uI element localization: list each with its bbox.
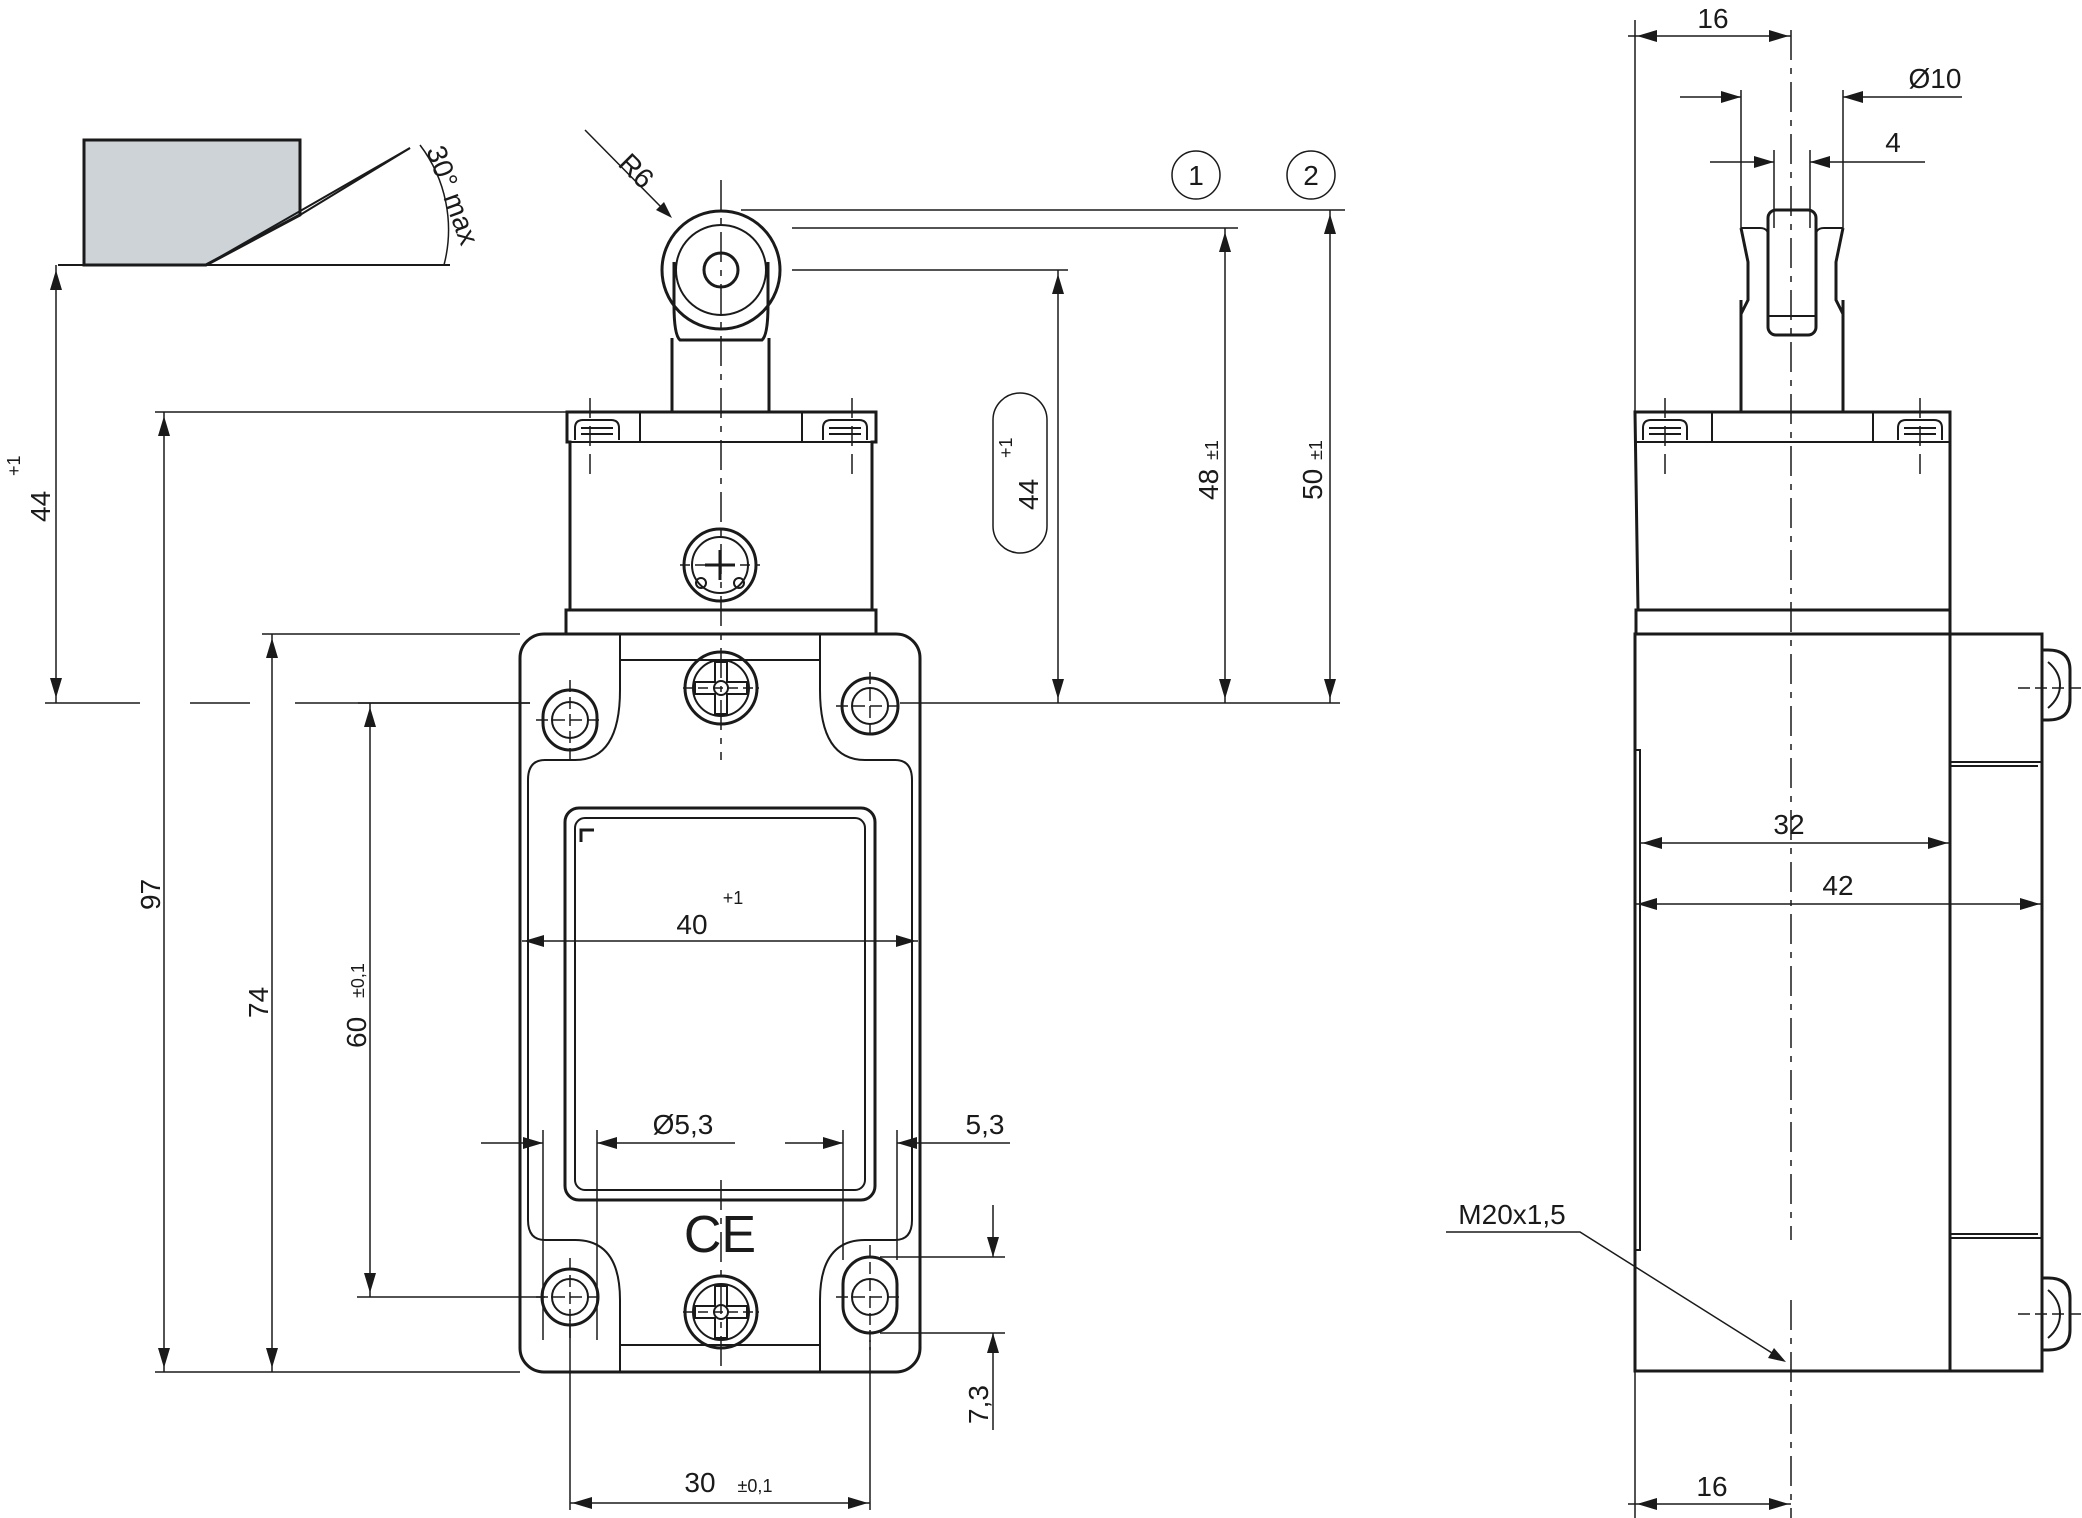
svg-text:Ø5,3: Ø5,3 (653, 1109, 714, 1140)
dim-dia-10: Ø10 (1680, 63, 1962, 228)
svg-text:7,3: 7,3 (963, 1385, 994, 1424)
svg-text:42: 42 (1822, 870, 1853, 901)
svg-text:44: 44 (25, 491, 56, 522)
svg-text:+1: +1 (723, 888, 744, 908)
dim-60: 60 ±0,1 (341, 703, 376, 1297)
cam-block (58, 138, 450, 267)
dim-4: 4 (1710, 127, 1925, 228)
dim-hole-diameter: Ø5,3 (481, 1109, 735, 1340)
callout-2: 2 (1286, 150, 1336, 200)
svg-text:+1: +1 (4, 455, 24, 476)
svg-text:±1: ±1 (1202, 440, 1222, 460)
svg-text:±0,1: ±0,1 (738, 1476, 773, 1496)
svg-text:48: 48 (1193, 469, 1224, 500)
dim-97: 97 (135, 412, 170, 1372)
side-body (1633, 632, 2082, 1373)
thread-callout: M20x1,5 (1446, 1199, 1786, 1362)
center-lines (536, 180, 904, 1372)
svg-text:Ø10: Ø10 (1909, 63, 1962, 94)
front-view: CE 30° max R6 1 (4, 129, 1345, 1510)
angle-label: 30° max (420, 141, 484, 248)
r6-label: R6 (613, 147, 660, 194)
dim-40: 40 +1 (522, 888, 918, 947)
svg-text:16: 16 (1697, 3, 1728, 34)
plunger-stem (670, 338, 771, 412)
switch-body: CE (518, 632, 922, 1374)
svg-text:4: 4 (1885, 127, 1901, 158)
svg-text:±0,1: ±0,1 (348, 963, 368, 998)
svg-text:30: 30 (684, 1467, 715, 1498)
svg-text:+1: +1 (996, 437, 1016, 458)
dim-44-slot: 44 +1 (792, 269, 1068, 703)
dim-16-bottom: 16 (1628, 1371, 1791, 1518)
side-roller (1739, 208, 1845, 412)
svg-text:44: 44 (1013, 479, 1044, 510)
svg-text:±1: ±1 (1306, 440, 1326, 460)
svg-text:60: 60 (341, 1017, 372, 1048)
dim-44-left: 44 +1 (4, 265, 62, 703)
svg-text:32: 32 (1773, 809, 1804, 840)
callout-1: 1 (1171, 150, 1221, 200)
dim-16-top: 16 (1628, 3, 1791, 412)
svg-text:M20x1,5: M20x1,5 (1458, 1199, 1565, 1230)
ce-mark: CE (684, 1206, 756, 1264)
dim-30: 30 ±0,1 (569, 1320, 871, 1510)
dim-74: 74 (243, 634, 278, 1372)
svg-text:5,3: 5,3 (966, 1109, 1005, 1140)
svg-text:50: 50 (1297, 469, 1328, 500)
svg-text:74: 74 (243, 987, 274, 1018)
svg-text:16: 16 (1696, 1471, 1727, 1502)
dim-48: 48 ±1 (792, 227, 1238, 703)
svg-text:40: 40 (676, 909, 707, 940)
dim-7-3: 7,3 (880, 1205, 1005, 1430)
svg-text:2: 2 (1303, 160, 1319, 191)
svg-text:97: 97 (135, 879, 166, 910)
side-head (1633, 398, 1952, 636)
svg-text:1: 1 (1188, 160, 1204, 191)
side-view: 16 Ø10 4 32 42 (1446, 3, 2082, 1518)
dim-50: 50 ±1 (741, 209, 1345, 703)
dim-42: 42 (1635, 870, 2042, 910)
dim-32: 32 (1640, 809, 1950, 849)
dim-5-3: 5,3 (785, 1109, 1010, 1260)
